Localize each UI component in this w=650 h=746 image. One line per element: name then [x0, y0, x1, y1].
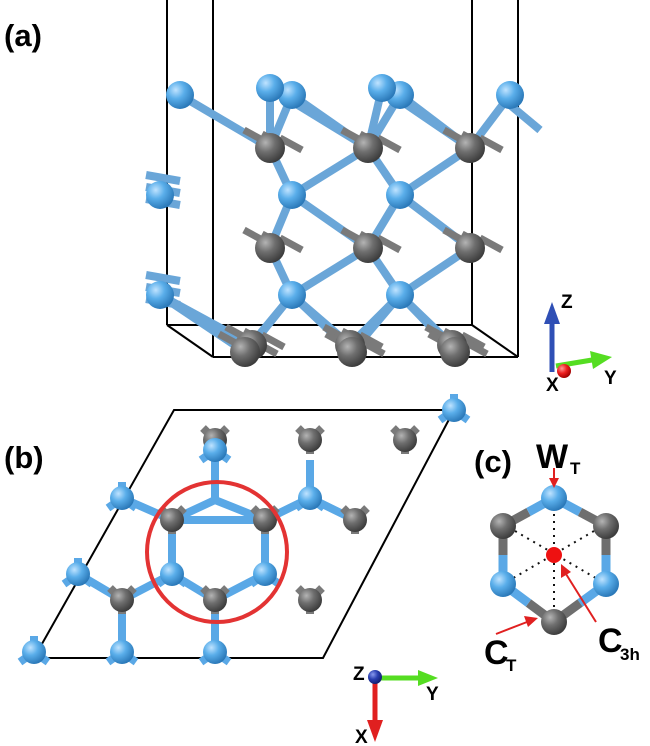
atoms-a — [146, 74, 524, 367]
unit-cell-b — [32, 409, 456, 659]
gray-atom — [490, 513, 516, 539]
blue-atom — [203, 640, 227, 664]
gray-atom — [541, 609, 567, 635]
stub-a — [260, 331, 286, 351]
gray-atom — [593, 513, 619, 539]
blue-atom — [386, 181, 414, 209]
axis-z-label-b: Z — [353, 664, 365, 685]
gray-atom — [160, 508, 184, 532]
blue-atom — [146, 181, 174, 209]
stub-a — [376, 134, 402, 154]
gray-atom — [255, 133, 285, 163]
site-ct-sub: T — [506, 656, 517, 675]
site-label-wt: W T — [536, 438, 581, 478]
blue-atom — [593, 571, 619, 597]
blue-atom — [146, 281, 174, 309]
blue-atom — [256, 74, 284, 102]
site-label-c3h: C 3h — [598, 622, 640, 664]
site-wt-main: W — [536, 438, 569, 476]
blue-atom — [253, 562, 277, 586]
stub-a — [278, 134, 304, 154]
gray-atom — [203, 588, 227, 612]
gray-atom — [253, 508, 277, 532]
site-label-ct: C T — [484, 634, 517, 675]
panel-b: (b) Z Y X — [4, 394, 471, 746]
blue-atom — [442, 398, 466, 422]
stub-a — [360, 338, 386, 358]
panel-c: (c) W T C T C 3h — [474, 438, 640, 675]
gray-atom — [255, 233, 285, 263]
gray-atom — [353, 233, 383, 263]
stub-a — [278, 234, 304, 254]
blue-atom — [541, 485, 567, 511]
blue-atom — [278, 81, 306, 109]
axes-a: Z Y X — [544, 292, 617, 396]
blue-atom — [278, 281, 306, 309]
site-c3h-sub: 3h — [620, 645, 640, 664]
gray-atom — [230, 337, 260, 367]
gray-atom — [455, 133, 485, 163]
stub-a — [463, 338, 489, 358]
site-arrows — [495, 468, 597, 635]
panel-c-label: (c) — [474, 444, 512, 479]
gray-atom — [455, 233, 485, 263]
site-c3h-main: C — [598, 622, 623, 660]
blue-atom — [203, 438, 227, 462]
bond-a — [507, 101, 543, 134]
stub-a — [358, 331, 384, 351]
blue-atom — [22, 640, 46, 664]
stub-a-blue — [145, 271, 181, 285]
atoms-c — [490, 485, 619, 635]
bonds-a — [145, 84, 543, 356]
blue-atom — [386, 281, 414, 309]
gray-atom — [298, 428, 322, 452]
blue-atom — [160, 562, 184, 586]
blue-atom — [66, 562, 90, 586]
blue-atom — [368, 74, 396, 102]
blue-atom — [110, 640, 134, 664]
stub-a — [478, 134, 504, 154]
panel-b-label: (b) — [4, 440, 44, 475]
blue-atom — [298, 486, 322, 510]
axis-x-label-a: X — [546, 375, 559, 396]
unit-cell-a — [166, 0, 519, 358]
site-wt-sub: T — [570, 459, 581, 478]
blue-atom — [496, 81, 524, 109]
site-ct-main: C — [484, 634, 509, 672]
panel-a: (a) Z Y X — [4, 0, 617, 396]
axis-y-label-b: Y — [426, 684, 439, 705]
stub-a — [460, 331, 486, 351]
highlight-circle — [145, 480, 289, 624]
blue-atom — [278, 181, 306, 209]
blue-atom — [490, 571, 516, 597]
axes-b: Z Y X — [353, 664, 439, 746]
atoms-b — [22, 398, 466, 664]
stub-a — [478, 234, 504, 254]
axis-x-label-b: X — [355, 727, 368, 746]
gray-atom — [110, 588, 134, 612]
gray-atom — [337, 337, 367, 367]
gray-atom — [353, 133, 383, 163]
axis-z-label-a: Z — [561, 292, 573, 313]
panel-a-label: (a) — [4, 18, 42, 53]
gray-atom — [298, 588, 322, 612]
axis-y-label-a: Y — [604, 368, 617, 389]
dotted-lines-c — [502, 500, 607, 624]
stub-a-blue — [145, 171, 181, 185]
c3h-site-marker — [546, 547, 562, 563]
gray-atom — [440, 337, 470, 367]
gray-atom — [393, 428, 417, 452]
blue-atom — [166, 81, 194, 109]
blue-atom — [110, 486, 134, 510]
gray-atom — [343, 508, 367, 532]
stub-a — [376, 234, 402, 254]
